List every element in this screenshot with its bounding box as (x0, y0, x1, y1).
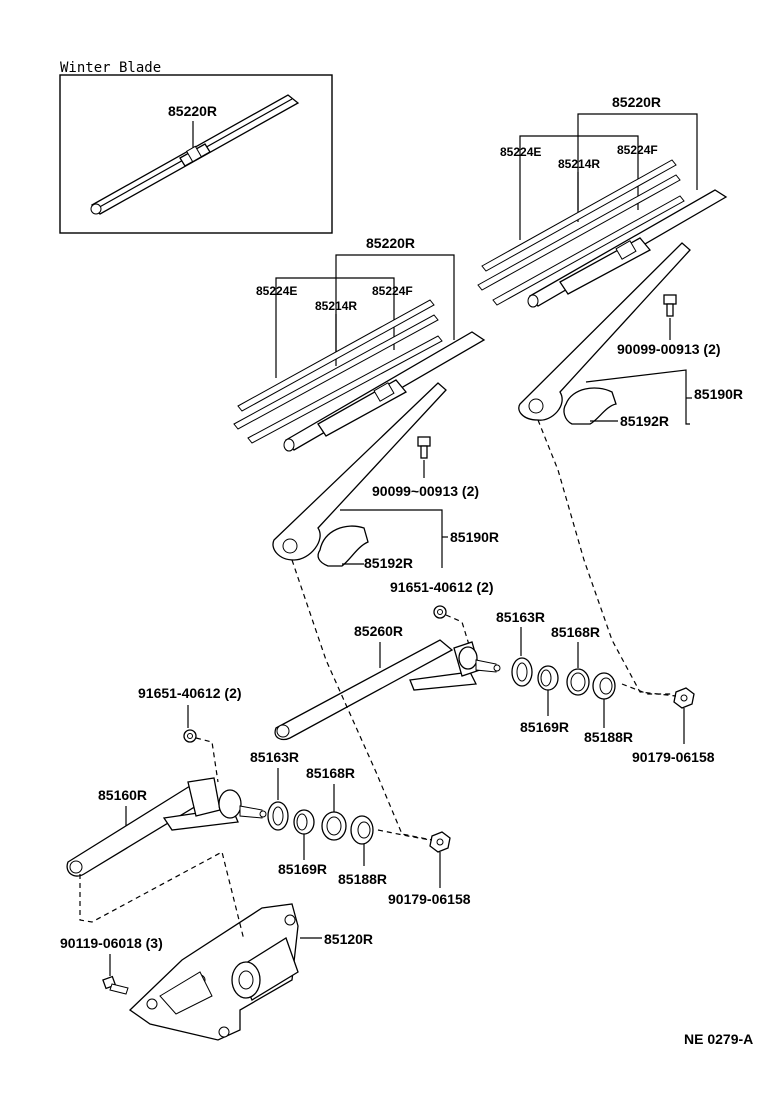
left-arm-group-label: 85190R (450, 529, 499, 545)
upper-link-rod-icon (274, 639, 501, 741)
motor-assembly: 85120R 90119-06018 (3) (60, 851, 373, 1041)
lower-washer-icon (267, 801, 289, 831)
winter-blade-icon (90, 94, 300, 215)
right-wiper-blade-icon (527, 189, 728, 308)
right-blade-strips-icon (477, 159, 685, 306)
lower-bush-icon (293, 809, 315, 835)
left-arm-dashed-leader (291, 559, 433, 841)
upper-washer-icon (511, 657, 533, 687)
right-arm-dashed-leader (537, 419, 677, 697)
right-insert-e-label: 85224E (500, 145, 541, 159)
right-rubber-label: 85214R (558, 157, 600, 171)
upper-link-assembly: 91651-40612 (2) 85260R 85163R 85168R (274, 579, 715, 765)
left-blade-label: 85220R (366, 235, 415, 251)
right-arm-cap-icon (563, 387, 617, 425)
lower-cap-label: 85188R (338, 871, 387, 887)
wiper-motor-icon (128, 903, 299, 1041)
upper-seal-label: 85168R (551, 624, 600, 640)
left-blade-strips-icon (233, 299, 443, 444)
right-arm-cap-label: 85192R (620, 413, 669, 429)
left-rubber-label: 85214R (315, 299, 357, 313)
upper-nut-icon (673, 687, 695, 709)
right-blade-assembly: 85220R 85224E 85214R 85224F 90099-00913 … (477, 94, 743, 429)
lower-clip-icon (183, 729, 197, 743)
motor-label: 85120R (324, 931, 373, 947)
upper-cap-label: 85188R (584, 729, 633, 745)
upper-washer-label: 85163R (496, 609, 545, 625)
upper-cap-icon (592, 672, 616, 700)
lower-bush-label: 85169R (278, 861, 327, 877)
lower-link-label: 85160R (98, 787, 147, 803)
right-wiper-arm-icon (518, 242, 691, 421)
right-blade-label: 85220R (612, 94, 661, 110)
left-wiper-blade-icon (283, 331, 486, 452)
upper-nut-label: 90179-06158 (632, 749, 715, 765)
upper-clip-label: 91651-40612 (2) (390, 579, 494, 595)
right-insert-f-label: 85224F (617, 143, 658, 157)
right-arm-bolt-label: 90099-00913 (2) (617, 341, 721, 357)
upper-clip-icon (433, 605, 447, 619)
left-blade-assembly: 85220R 85224E 85214R 85224F 90099~00913 … (233, 235, 499, 571)
lower-seal-icon (321, 811, 347, 841)
lower-cap-icon (350, 815, 374, 845)
right-arm-group-label: 85190R (694, 386, 743, 402)
diagram-code: NE 0279-A (684, 1031, 753, 1047)
lower-nut-icon (429, 831, 451, 853)
left-arm-bolt-icon (417, 436, 431, 459)
lower-seal-label: 85168R (306, 765, 355, 781)
left-arm-bolt-label: 90099~00913 (2) (372, 483, 479, 499)
left-insert-e-label: 85224E (256, 284, 297, 298)
lower-link-assembly: 91651-40612 (2) 85160R 85163R 85168R (66, 685, 471, 907)
left-insert-f-label: 85224F (372, 284, 413, 298)
motor-bolt-icon (102, 975, 129, 995)
upper-bush-label: 85169R (520, 719, 569, 735)
upper-bush-icon (537, 665, 559, 691)
lower-washer-label: 85163R (250, 749, 299, 765)
winter-blade-part-label: 85220R (168, 103, 217, 119)
lower-link-rod-icon (66, 777, 267, 877)
lower-clip-label: 91651-40612 (2) (138, 685, 242, 701)
winter-blade-box: Winter Blade 85220R (59, 60, 333, 234)
left-arm-cap-label: 85192R (364, 555, 413, 571)
winter-blade-title: Winter Blade (60, 60, 161, 76)
left-wiper-arm-icon (272, 382, 447, 561)
lower-nut-label: 90179-06158 (388, 891, 471, 907)
upper-link-label: 85260R (354, 623, 403, 639)
motor-bolt-label: 90119-06018 (3) (60, 935, 163, 951)
upper-seal-icon (566, 668, 590, 696)
right-arm-bolt-icon (663, 294, 677, 317)
left-arm-cap-icon (317, 525, 369, 567)
